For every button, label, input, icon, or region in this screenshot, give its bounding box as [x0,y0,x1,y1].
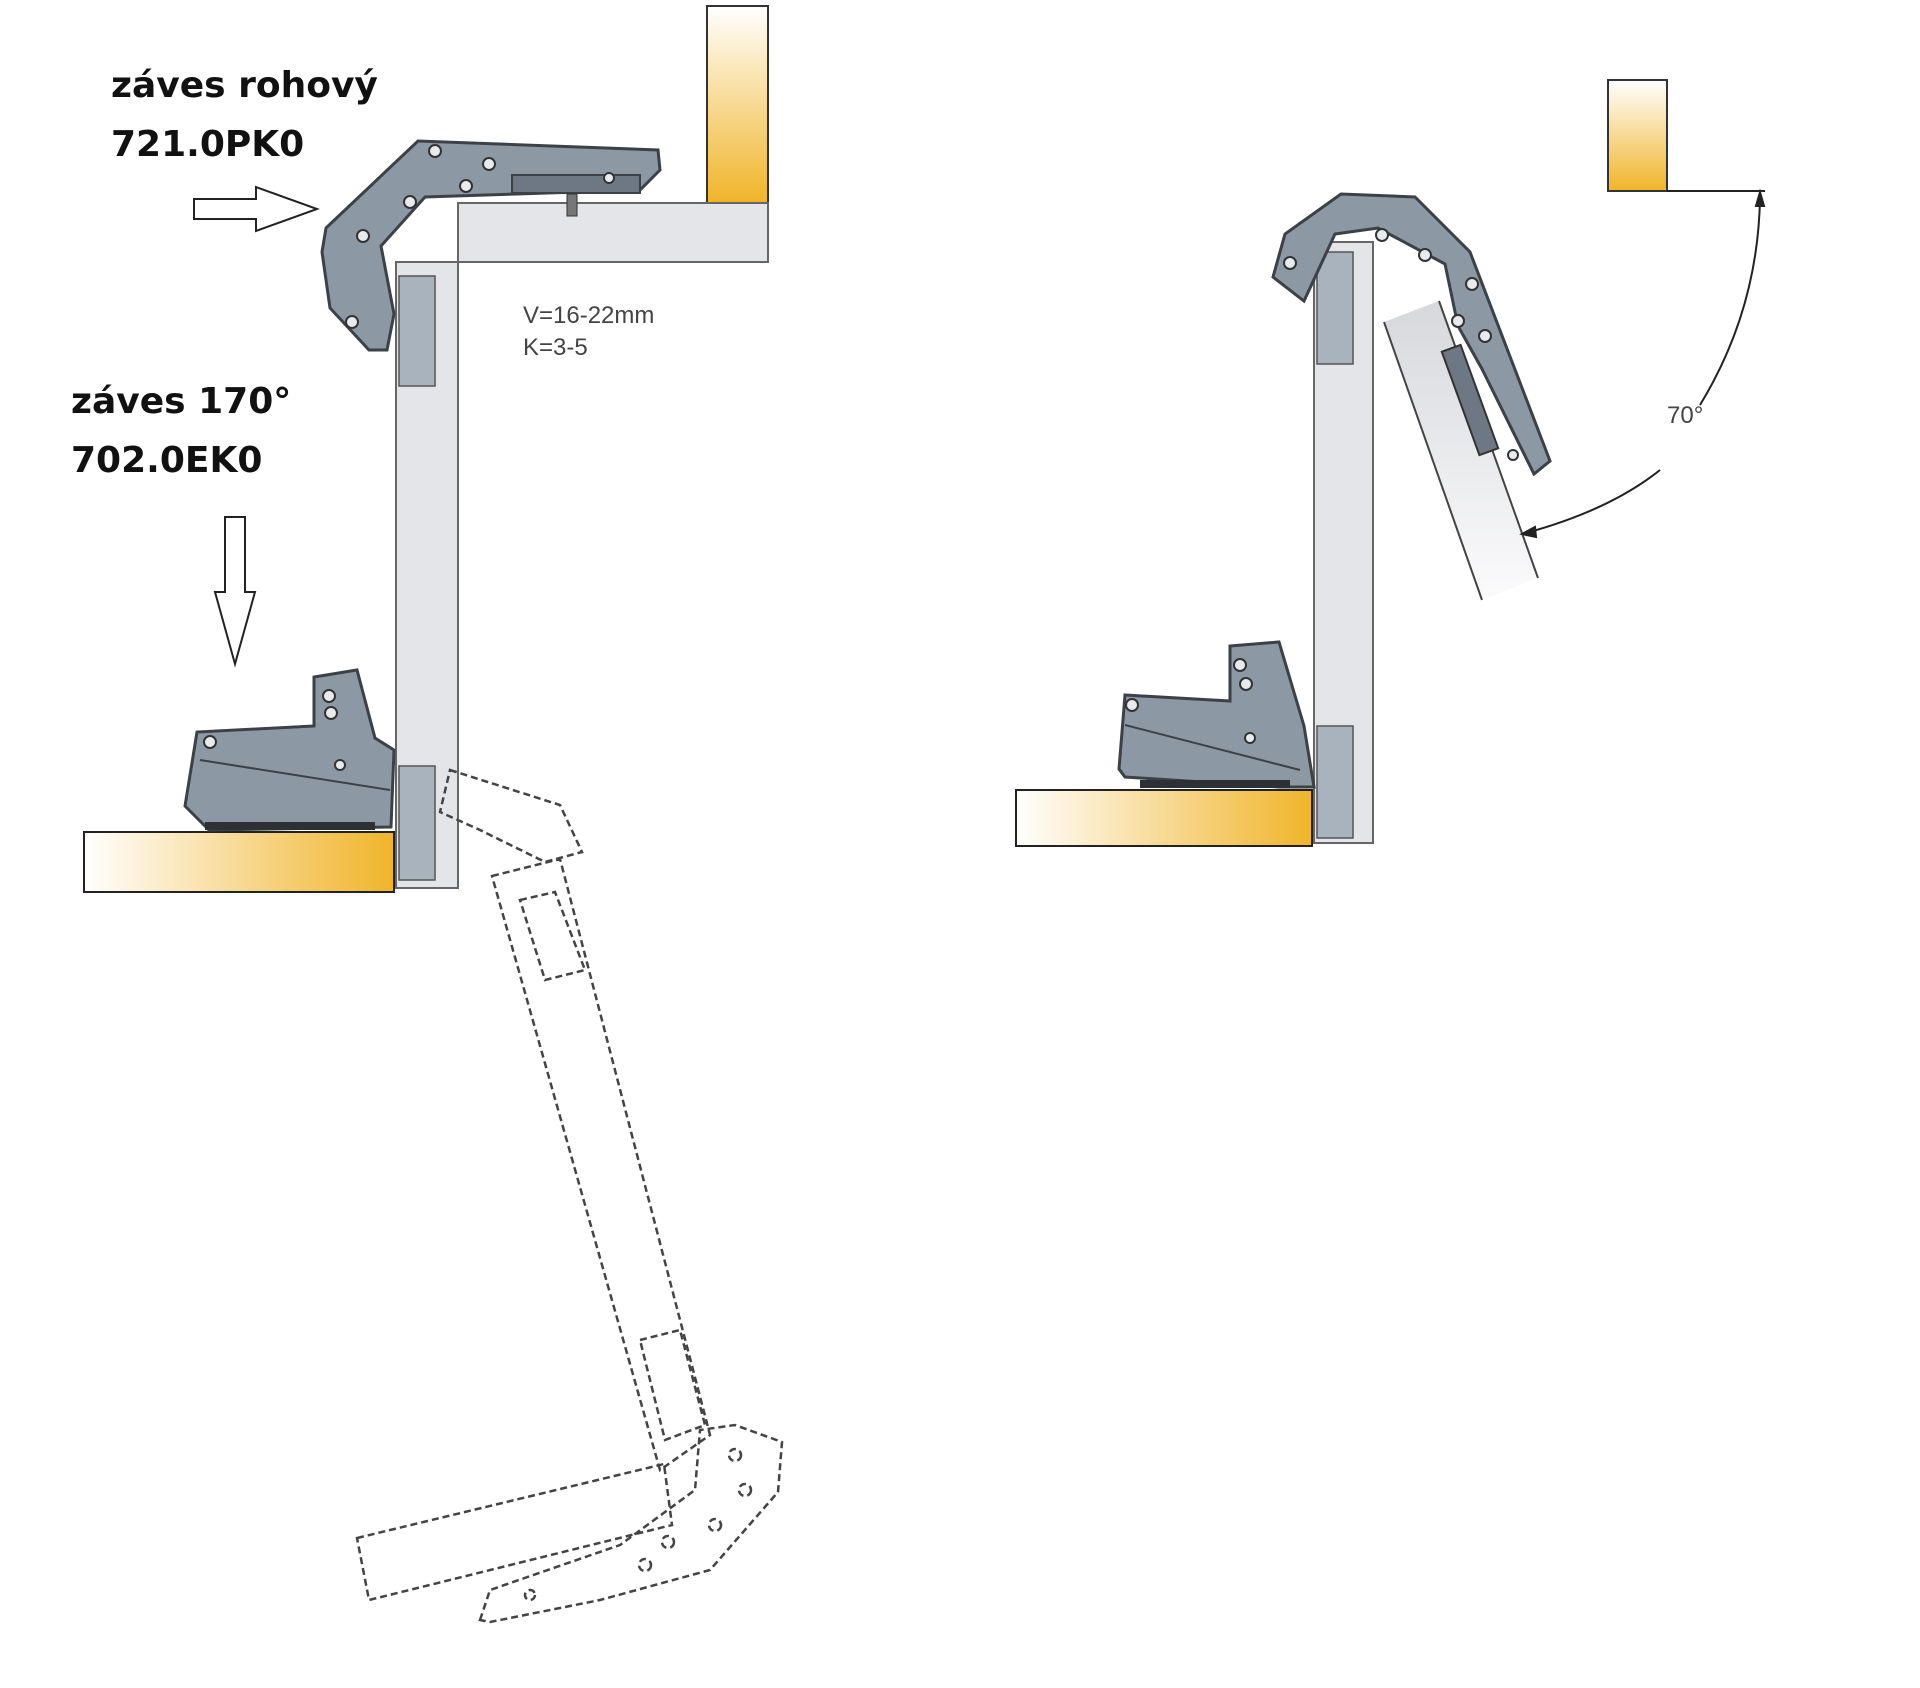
right-corner-hinge [1271,192,1552,477]
corner-hinge [320,139,662,352]
top-shelf-panel [457,202,769,263]
hinge-170 [183,668,396,832]
mounting-plate-top [398,275,436,387]
right-hinge-170 [1117,640,1316,789]
angle-dimension-arc [1519,188,1766,539]
hinge-170-label: záves 170° [71,381,292,422]
v-range-spec: V=16-22mm [523,302,655,329]
open-door-dashed-outline [355,768,784,1624]
left-figure [83,5,784,1624]
hinge-170-code: 702.0EK0 [71,440,263,481]
top-wall-panel [706,5,769,204]
bottom-shelf-panel [83,831,395,893]
angle-label: 70° [1667,402,1704,429]
right-bottom-shelf [1015,789,1313,847]
right-figure [1015,79,1766,847]
corner-hinge-code: 721.0PK0 [111,124,305,165]
k-range-spec: K=3-5 [523,334,588,361]
corner-hinge-label: záves rohový [111,65,378,106]
tilted-open-door [1384,301,1538,600]
mounting-plate-bottom [398,765,436,881]
right-arrow-icon [193,185,320,233]
right-wall-panel [1607,79,1668,192]
down-arrow-icon [213,516,257,668]
